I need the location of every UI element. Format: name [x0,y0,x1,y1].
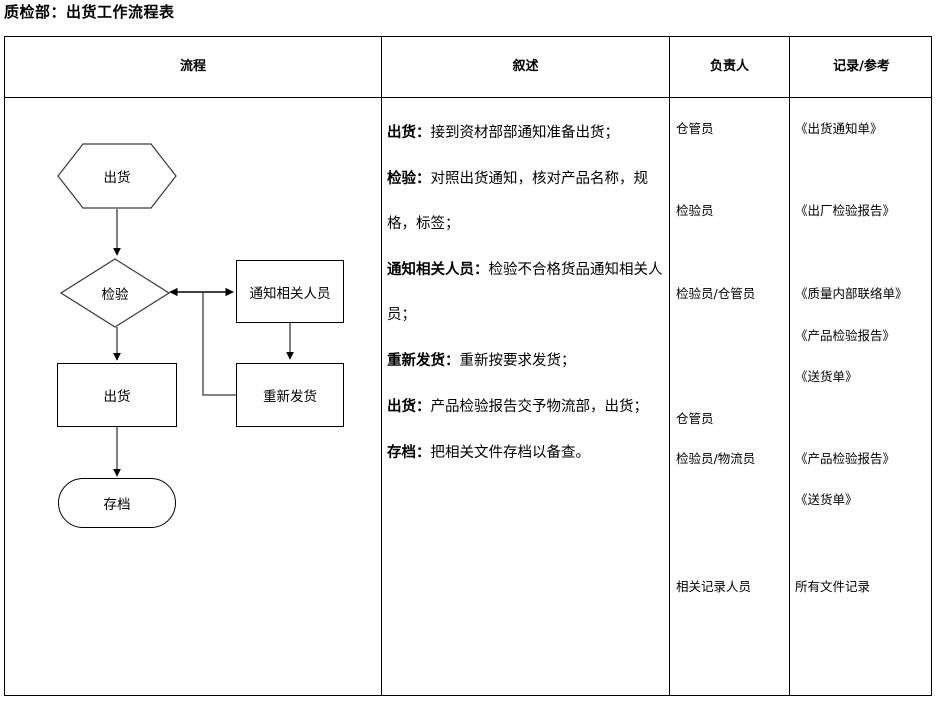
description-text-5: 把相关文件存档以备查。 [430,445,591,461]
column-header-description: 叙述 [512,59,539,74]
column-header-process: 流程 [179,59,206,74]
flow-node-inspect[interactable]: 检验 [60,258,170,328]
description-item-1: 检验：对照出货通知，核对产品名称，规格，标签； [387,156,663,247]
flow-node-archive[interactable]: 存档 [58,478,176,528]
description-item-0: 出货：接到资材部部通知准备出货； [387,110,663,156]
record-cell-7: 所有文件记录 [795,579,871,594]
column-divider-3 [789,37,791,695]
description-sep-3: ： [445,352,460,369]
flow-node-reship[interactable]: 重新发货 [236,363,344,427]
description-text-1: 对照出货通知，核对产品名称，规格，标签； [387,171,648,232]
description-sep-5: ： [416,444,431,461]
description-text-2: 检验不合格货品通知相关人员； [387,262,663,323]
description-term-0: 出货 [387,124,416,141]
owner-cell-2: 检验员/仓管员 [676,286,756,301]
flow-node-inspect-label: 检验 [101,287,129,303]
description-sep-1: ： [416,170,431,187]
flow-node-reship-label: 重新发货 [263,389,317,405]
record-cell-6: 《送货单》 [795,492,858,507]
column-header-owner: 负责人 [709,59,749,74]
description-term-4: 出货 [387,398,416,415]
description-column: 出货：接到资材部部通知准备出货； 检验：对照出货通知，核对产品名称，规格，标签；… [387,110,663,476]
description-term-5: 存档 [387,444,416,461]
record-cell-4: 《送货单》 [795,369,858,384]
flow-node-ship-start-label: 出货 [103,170,131,186]
column-divider-1 [381,37,383,695]
flow-node-ship-label: 出货 [103,389,131,405]
process-table: 流程 叙述 负责人 记录/参考 [4,36,932,696]
flow-node-ship-start[interactable]: 出货 [57,143,177,209]
header-divider [5,97,931,99]
description-term-3: 重新发货 [387,352,445,369]
description-item-3: 重新发货：重新按要求发货； [387,338,663,384]
record-cell-5: 《产品检验报告》 [795,451,896,466]
column-header-record: 记录/参考 [833,59,890,74]
flow-node-archive-label: 存档 [103,497,131,513]
description-item-2: 通知相关人员：检验不合格货品通知相关人员； [387,247,663,338]
record-cell-0: 《出货通知单》 [795,121,883,136]
description-text-0: 接到资材部部通知准备出货； [430,125,620,141]
flow-node-ship[interactable]: 出货 [57,363,177,427]
flow-node-notify-label: 通知相关人员 [249,285,331,302]
description-term-1: 检验 [387,170,416,187]
description-item-5: 存档：把相关文件存档以备查。 [387,430,663,476]
column-divider-2 [669,37,671,695]
description-sep-2: ： [474,261,489,278]
owner-cell-4: 检验员/物流员 [676,451,756,466]
record-cell-1: 《出厂检验报告》 [795,203,896,218]
description-term-2: 通知相关人员 [387,261,474,278]
flowchart-connectors [113,209,294,477]
record-cell-3: 《产品检验报告》 [795,328,896,343]
owner-cell-3: 仓管员 [676,411,714,426]
description-text-3: 重新按要求发货； [459,353,576,369]
description-text-4: 产品检验报告交予物流部，出货； [430,399,649,415]
owner-cell-1: 检验员 [676,203,714,218]
owner-cell-0: 仓管员 [676,121,714,136]
description-item-4: 出货：产品检验报告交予物流部，出货； [387,384,663,430]
process-flowchart: 出货 检验 通知相关人员 重新发货 出货 存档 [0,36,380,696]
record-cell-2: 《质量内部联络单》 [795,286,908,301]
flow-node-notify[interactable]: 通知相关人员 [236,260,344,323]
description-sep-4: ： [416,398,431,415]
description-sep-0: ： [416,124,431,141]
owner-cell-5: 相关记录人员 [676,579,752,594]
page-title: 质检部：出货工作流程表 [4,3,175,21]
